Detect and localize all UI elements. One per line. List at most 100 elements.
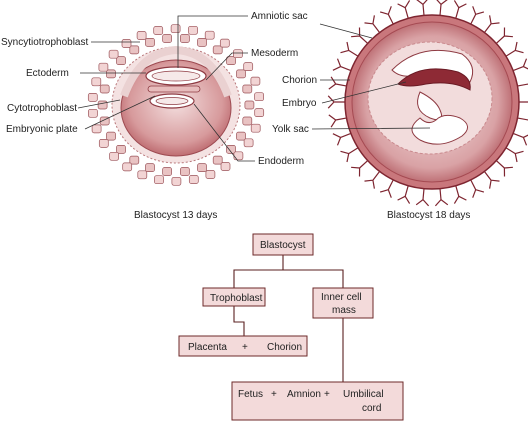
box-trophoblast [202, 287, 266, 307]
trophoblast-cell [109, 151, 119, 161]
trophoblast-cell [244, 100, 255, 110]
trophoblast-cell [233, 151, 244, 161]
label-mesoderm: Mesoderm [251, 48, 298, 59]
text-chorion: Chorion [267, 342, 302, 353]
trophoblast-cell [188, 175, 199, 184]
trophoblast-cell [98, 62, 109, 72]
chorionic-villus [516, 83, 528, 87]
chorionic-villus [332, 132, 353, 146]
label-amniotic-sac: Amniotic sac [251, 11, 308, 22]
text-blastocyst: Blastocyst [260, 240, 306, 251]
trophoblast-cell [233, 49, 243, 59]
trophoblast-cell [180, 34, 190, 43]
trophoblast-cell [212, 155, 223, 165]
chorionic-villus [379, 6, 395, 26]
chorionic-villus [364, 15, 381, 34]
text-placenta: Placenta [188, 342, 227, 353]
chorionic-villus [469, 178, 485, 198]
leader-amniotic-sac [177, 15, 248, 68]
box-fetus-amnion-cord [231, 381, 404, 421]
chorionic-villus [397, 184, 411, 204]
text-umbilical-line2: cord [362, 403, 381, 414]
extraembryonic-mesoderm [120, 45, 232, 98]
chorionic-villus [328, 76, 348, 90]
chorionic-villus [364, 170, 381, 189]
leader-cytotrophoblast [77, 99, 121, 109]
trophoblast-cell [145, 163, 155, 172]
trophoblast-cell [212, 45, 223, 55]
trophoblast-cell [236, 69, 246, 79]
text-plus-1: + [242, 342, 248, 353]
trophoblast-cell [226, 56, 236, 65]
leader-yolk-sac [311, 127, 431, 130]
text-plus-2: + [271, 389, 277, 400]
trophoblast-cell [136, 31, 147, 40]
leader-amniotic-sac-18 [319, 23, 373, 39]
chorionic-villus [469, 6, 485, 26]
trophoblast-cell [153, 26, 164, 35]
trophoblast-cell [88, 108, 98, 118]
trophoblast-cell [242, 84, 253, 94]
label-chorion: Chorion [282, 75, 317, 86]
chorionic-villus [504, 41, 524, 58]
label-endoderm: Endoderm [258, 156, 304, 167]
blastocyst-13-figure [87, 24, 265, 186]
trophoblast-cell [129, 155, 140, 165]
flowchart: Blastocyst Trophoblast Inner cell mass P… [178, 233, 404, 421]
text-inner-cell-line2: mass [332, 305, 356, 316]
connector-blastocyst-inner-mass [283, 269, 344, 288]
chorionic-villus [434, 187, 449, 207]
chorionic-villus [516, 117, 528, 121]
text-umbilical-line1: Umbilical [343, 389, 384, 400]
embryonic-plate-shape [147, 85, 201, 93]
text-inner-cell-line1: Inner cell [321, 292, 362, 303]
trophoblast-cell [116, 145, 126, 154]
chorionic-villus [453, 184, 467, 204]
leader-lines-18 [311, 23, 431, 130]
chorionic-villus [436, 0, 448, 17]
caption-blastocyst-13: Blastocyst 13 days [134, 210, 217, 221]
leader-embryo [321, 81, 407, 104]
trophoblast-cell [121, 39, 132, 48]
connector-blastocyst-trophoblast [233, 255, 284, 288]
leader-endoderm [193, 103, 255, 162]
trophoblast-cell [91, 77, 102, 87]
trophoblast-cell-ring [87, 24, 265, 186]
trophoblast-cell [97, 100, 108, 110]
trophoblast-cell [197, 38, 207, 47]
trophoblast-cell [99, 84, 110, 94]
trophoblast-cell [180, 167, 190, 176]
chorionic-villi [327, 0, 528, 207]
chorionic-villus [511, 132, 528, 146]
label-yolk-sac: Yolk sac [272, 124, 309, 135]
chorionic-villus [351, 159, 369, 177]
trophoblast-cell [154, 175, 164, 185]
embryo-shape [397, 68, 471, 91]
trophoblast-cell [250, 76, 261, 86]
text-amnion: Amnion [287, 389, 321, 400]
chorionic-villus [495, 27, 513, 45]
chorionic-villus [518, 101, 528, 103]
trophoblast-cell [250, 123, 261, 133]
trophoblast-cell [98, 139, 109, 148]
chorionic-villus [495, 159, 513, 177]
leader-lines-13 [77, 15, 255, 162]
trophoblast-cell [205, 170, 216, 179]
trophoblast-cell [106, 131, 116, 141]
trophoblast-cell [162, 167, 172, 176]
blastocyst-18-figure [327, 0, 528, 207]
connector-trophoblast-placenta [233, 306, 245, 336]
trophoblast-cell [197, 163, 207, 172]
trophoblast-cell [145, 38, 155, 47]
text-trophoblast: Trophoblast [210, 293, 263, 304]
chorionic-villus [504, 146, 524, 163]
trophoblast-cell [137, 170, 148, 180]
chorionic-villus [483, 15, 500, 34]
chorionic-villus [483, 170, 500, 189]
label-ectoderm: Ectoderm [26, 68, 69, 79]
label-embryo: Embryo [282, 98, 317, 109]
trophoblast-cell [188, 25, 198, 35]
caption-blastocyst-18: Blastocyst 18 days [387, 210, 470, 221]
